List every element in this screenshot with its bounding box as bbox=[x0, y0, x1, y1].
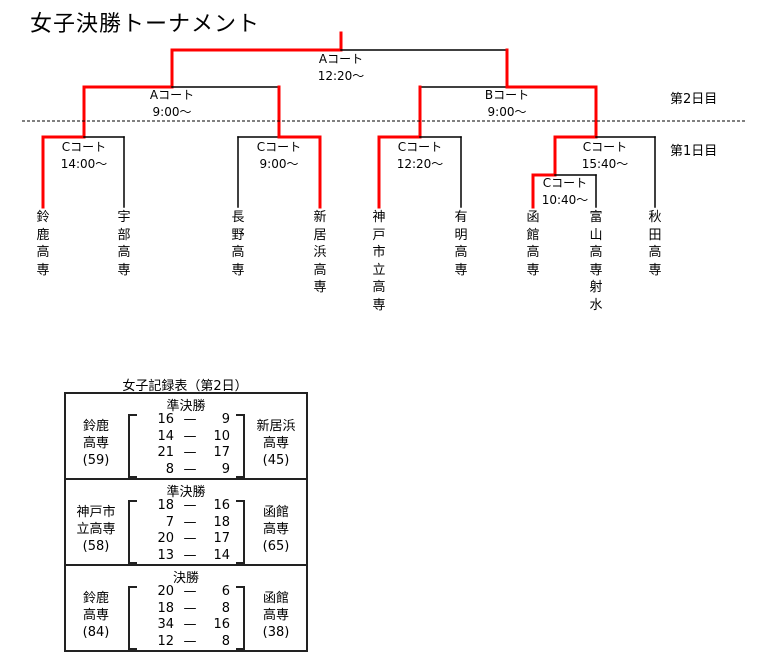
team-name: 長野高専 bbox=[231, 210, 245, 278]
right-bracket bbox=[236, 500, 245, 564]
team-name: 函館高専 bbox=[526, 210, 540, 278]
record-caption: 女子記録表（第2日） bbox=[122, 379, 248, 394]
left-bracket bbox=[128, 586, 137, 650]
team-name: 富山高専射水 bbox=[589, 210, 603, 313]
page-title: 女子決勝トーナメント bbox=[30, 12, 261, 37]
left-bracket bbox=[128, 414, 137, 478]
period-row: 20—6 bbox=[157, 584, 230, 599]
period-row: 12—8 bbox=[157, 633, 230, 649]
period-row: 13—14 bbox=[157, 547, 230, 563]
left-team: 神戸市立高専(58) bbox=[76, 505, 116, 554]
left-bracket bbox=[128, 500, 137, 564]
team-name: 新居浜高専 bbox=[313, 210, 327, 295]
period-row: 18—8 bbox=[157, 600, 230, 616]
period-row: 20—17 bbox=[157, 531, 230, 546]
period-row: 8—9 bbox=[165, 461, 230, 477]
left-team: 鈴鹿高専(59) bbox=[82, 419, 110, 468]
period-row: 16—9 bbox=[157, 412, 230, 427]
period-row: 7—18 bbox=[165, 514, 230, 530]
right-team: 函館高専(38) bbox=[262, 591, 290, 640]
left-team: 鈴鹿高専(84) bbox=[82, 591, 110, 640]
tournament-bracket bbox=[22, 31, 746, 209]
round-label: 決勝 bbox=[172, 571, 199, 586]
team-name: 神戸市立高専 bbox=[372, 210, 386, 313]
day1-label: 第1日目 bbox=[670, 144, 718, 159]
team-name: 有明高専 bbox=[454, 210, 468, 278]
team-name: 鈴鹿高専 bbox=[36, 210, 50, 278]
period-row: 14—10 bbox=[157, 428, 230, 444]
right-bracket bbox=[236, 586, 245, 650]
period-row: 21—17 bbox=[157, 445, 230, 460]
round-label: 準決勝 bbox=[166, 485, 206, 500]
round-label: 準決勝 bbox=[166, 399, 206, 414]
right-team: 函館高専(65) bbox=[262, 505, 290, 554]
day2-label: 第2日目 bbox=[670, 92, 718, 107]
team-name: 秋田高専 bbox=[648, 210, 662, 278]
period-row: 34—16 bbox=[157, 617, 230, 632]
period-row: 18—16 bbox=[157, 498, 230, 513]
right-team: 新居浜高専(45) bbox=[256, 419, 296, 468]
team-name: 宇部高専 bbox=[117, 210, 131, 278]
right-bracket bbox=[236, 414, 245, 478]
